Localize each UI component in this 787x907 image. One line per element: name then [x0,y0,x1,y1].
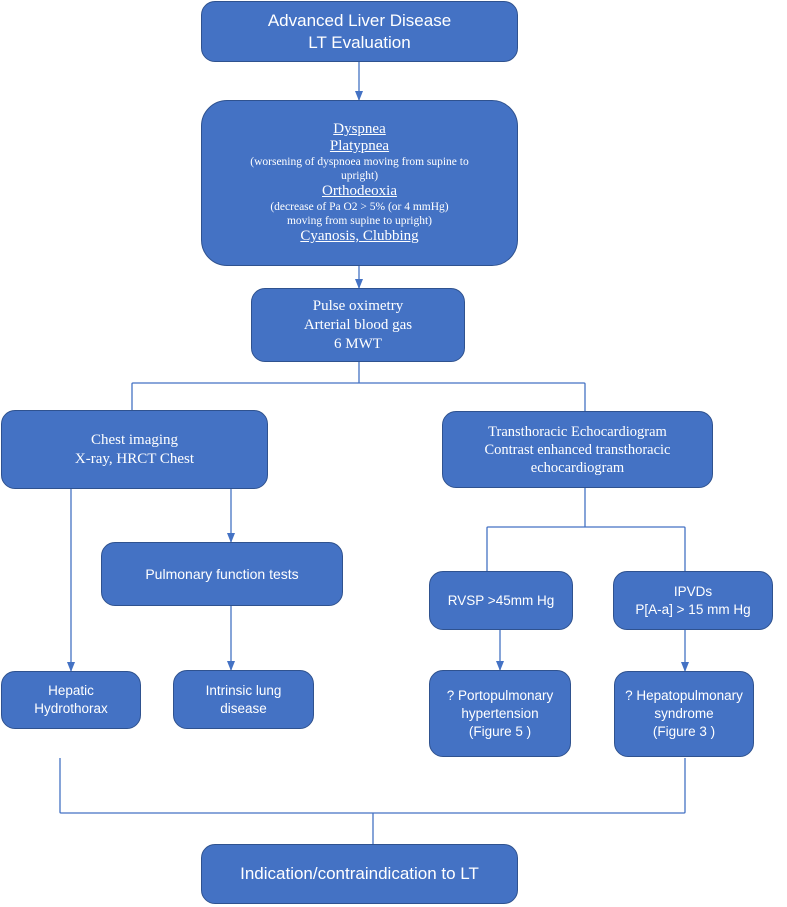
node-chest-imaging: Chest imaging X-ray, HRCT Chest [1,410,268,489]
node-pulse-oximetry-line-2: Arterial blood gas [303,316,413,333]
node-echocardiogram-line-2: Contrast enhanced transthoracic [484,441,671,458]
symptom-cyanosis-clubbing: Cyanosis, Clubbing [300,228,419,244]
split-oximetry-connector [131,362,586,411]
node-symptoms: Dyspnea Platypnea (worsening of dyspnoea… [201,100,518,266]
node-rvsp-line-1: RVSP >45mm Hg [447,593,555,608]
orthodeoxia-description-line-1: (decrease of Pa O2 > 5% (or 4 mmHg) [270,201,449,213]
merge-bottom-connector [59,758,686,844]
node-portopulmonary-line-3: (Figure 5 ) [468,723,532,739]
node-ipvds-line-1: IPVDs [673,583,713,599]
node-chest-imaging-line-1: Chest imaging [90,431,179,448]
node-pulmonary-function-tests-line-1: Pulmonary function tests [145,566,299,582]
orthodeoxia-description-line-2: moving from supine to upright) [286,215,432,227]
split-echo-connector [486,488,686,571]
node-hepatopulmonary-line-2: syndrome [654,706,714,721]
platypnea-description-line-2: upright) [340,170,379,182]
node-echocardiogram-line-3: echocardiogram [530,459,625,476]
node-portopulmonary-line-1: ? Portopulmonary [446,687,554,703]
node-advanced-liver-disease-line-1: Advanced Liver Disease [267,10,452,30]
node-intrinsic-lung-disease-line-1: Intrinsic lung [205,682,282,698]
node-hepatopulmonary-syndrome: ? Hepatopulmonary syndrome (Figure 3 ) [614,671,754,757]
symptom-orthodeoxia: Orthodeoxia [322,183,397,199]
node-ipvds-line-2: P[A-a] > 15 mm Hg [635,601,751,617]
node-echocardiogram: Transthoracic Echocardiogram Contrast en… [442,411,713,488]
node-advanced-liver-disease: Advanced Liver Disease LT Evaluation [201,1,518,62]
symptom-dyspnea: Dyspnea [333,121,386,137]
node-intrinsic-lung-disease: Intrinsic lung disease [173,670,314,729]
symptom-platypnea: Platypnea [329,138,390,154]
node-intrinsic-lung-disease-line-2: disease [220,700,267,716]
node-indication-contraindication: Indication/contraindication to LT [201,844,518,904]
node-advanced-liver-disease-line-2: LT Evaluation [308,32,411,52]
node-hepatopulmonary-line-1: ? Hepatopulmonary [625,688,743,703]
node-pulse-oximetry: Pulse oximetry Arterial blood gas 6 MWT [251,288,465,362]
node-echocardiogram-line-1: Transthoracic Echocardiogram [488,423,667,440]
node-hepatic-hydrothorax: Hepatic Hydrothorax [1,671,141,729]
platypnea-description-line-1: (worsening of dyspnoea moving from supin… [250,156,469,168]
node-pulmonary-function-tests: Pulmonary function tests [101,542,343,606]
node-hepatic-hydrothorax-line-2: Hydrothorax [34,701,108,716]
node-portopulmonary-line-2: hypertension [461,705,539,721]
node-ipvds: IPVDs P[A-a] > 15 mm Hg [613,571,773,630]
node-indication-line-1: Indication/contraindication to LT [240,864,479,883]
node-pulse-oximetry-line-3: 6 MWT [334,335,382,352]
node-portopulmonary-hypertension: ? Portopulmonary hypertension (Figure 5 … [429,670,571,757]
node-hepatic-hydrothorax-line-1: Hepatic [48,683,94,698]
node-hepatopulmonary-line-3: (Figure 3 ) [652,724,716,739]
node-chest-imaging-line-2: X-ray, HRCT Chest [74,450,195,467]
node-rvsp: RVSP >45mm Hg [429,571,573,630]
node-pulse-oximetry-line-1: Pulse oximetry [312,297,404,314]
